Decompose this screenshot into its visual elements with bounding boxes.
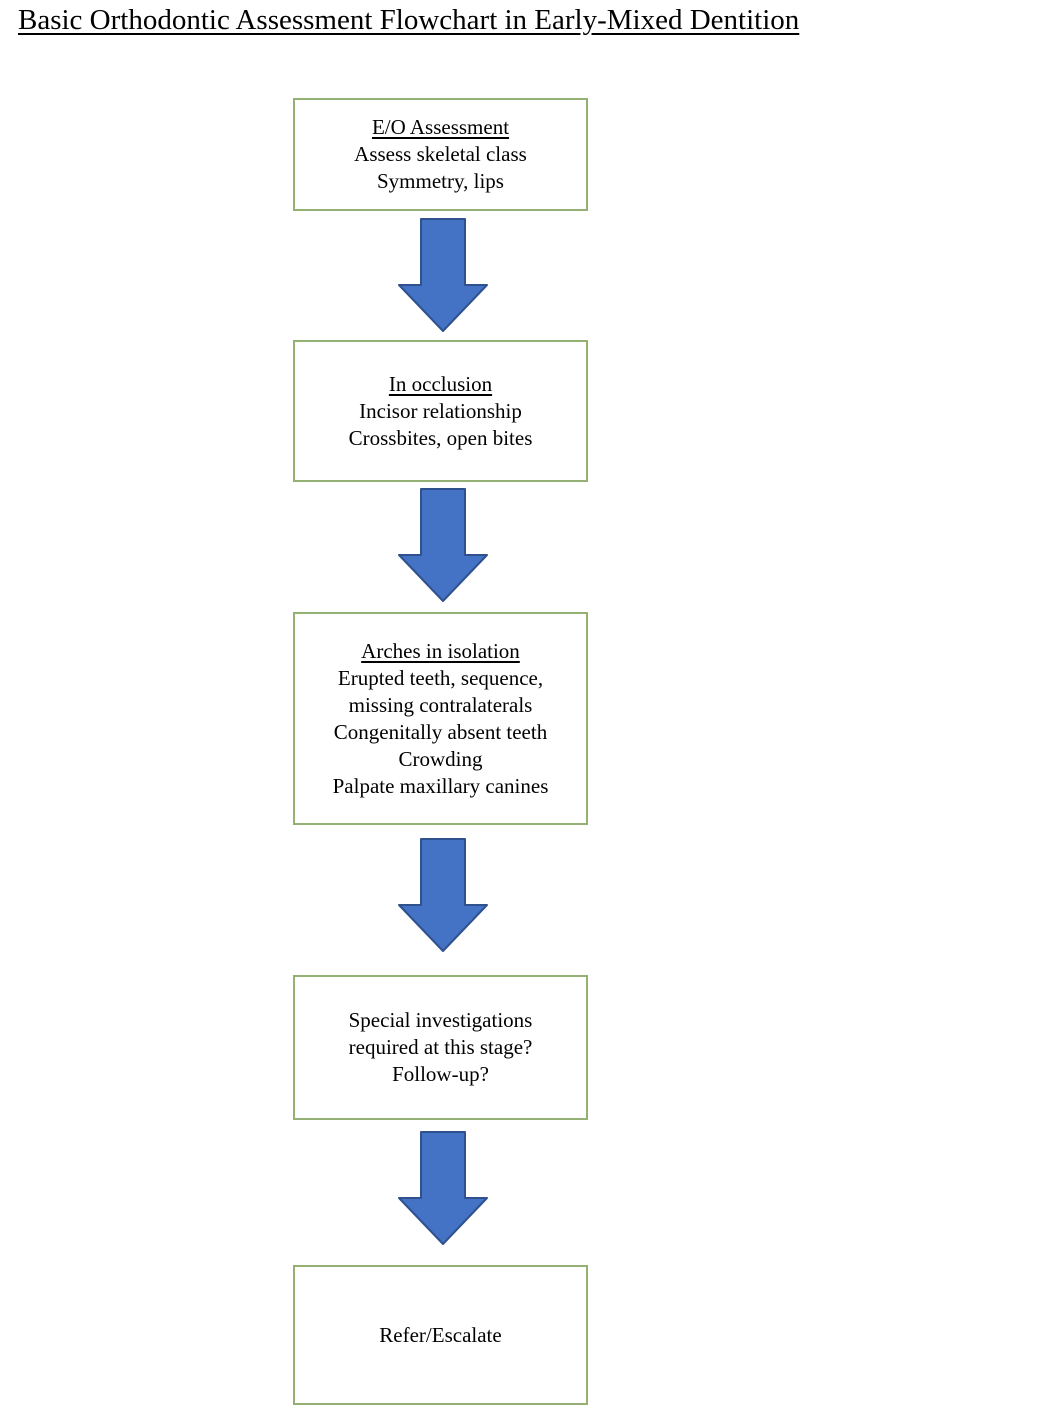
node-heading: In occlusion (388, 371, 493, 396)
down-arrow-icon (398, 488, 488, 602)
node-line: Crowding (398, 746, 483, 771)
node-line: Erupted teeth, sequence, (337, 665, 544, 690)
down-arrow-icon (398, 218, 488, 332)
node-heading: E/O Assessment (371, 115, 510, 139)
down-arrow-icon (398, 838, 488, 952)
node-line: Assess skeletal class (354, 142, 527, 166)
node-line: Refer/Escalate (379, 1322, 502, 1347)
flowchart-node-refer-escalate: Refer/Escalate (293, 1265, 588, 1405)
flowchart-node-arches-in-isolation: Arches in isolation Erupted teeth, seque… (293, 612, 588, 825)
flowchart-node-eo-assessment: E/O Assessment Assess skeletal class Sym… (293, 98, 588, 211)
node-line: Palpate maxillary canines (332, 773, 549, 798)
node-line: required at this stage? (348, 1035, 533, 1059)
node-line: Crossbites, open bites (348, 425, 533, 450)
flowchart-node-special-investigations: Special investigations required at this … (293, 975, 588, 1120)
flowchart-node-in-occlusion: In occlusion Incisor relationship Crossb… (293, 340, 588, 482)
node-heading: Arches in isolation (361, 638, 520, 663)
node-line: Incisor relationship (359, 398, 522, 423)
page-title: Basic Orthodontic Assessment Flowchart i… (18, 4, 800, 36)
node-line: Symmetry, lips (377, 169, 504, 193)
down-arrow-icon (398, 1131, 488, 1245)
node-line: Special investigations (348, 1008, 533, 1032)
node-line: Congenitally absent teeth (333, 719, 548, 744)
node-line: missing contralaterals (348, 692, 533, 717)
node-line: Follow-up? (392, 1062, 489, 1086)
